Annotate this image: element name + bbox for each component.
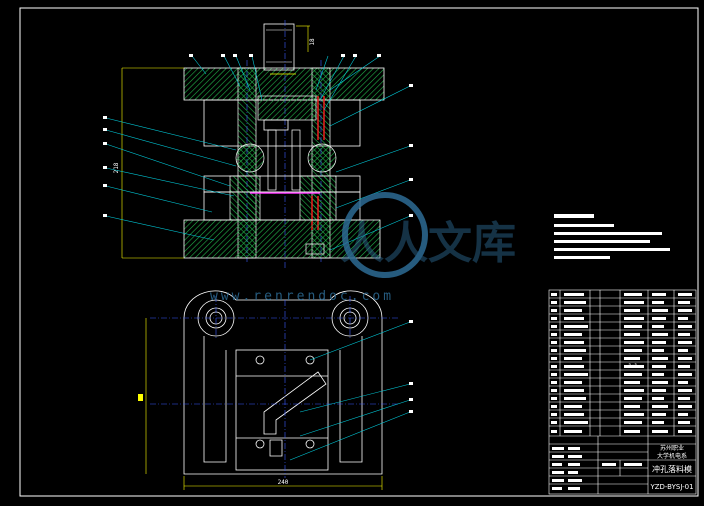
parts-list: [548, 289, 697, 495]
drawing-frame: [19, 7, 699, 497]
title-scale: 1:1: [628, 363, 638, 370]
dim-width-bottom: 240: [278, 479, 289, 486]
technical-notes: [554, 214, 670, 259]
dim-height-total: 218: [113, 162, 120, 173]
title-school-line2: 大学机电系: [657, 452, 687, 460]
leader-lines-top: [191, 55, 381, 111]
title-mold-name: 冲孔落料模: [652, 464, 692, 474]
balloon-tags-plan: [409, 320, 413, 413]
parts-list-text-blocks: [551, 293, 692, 433]
plan-centerlines: [150, 296, 400, 478]
balloon-tags-top: [189, 54, 381, 57]
plan-view: [183, 290, 383, 475]
title-drawing-number: YZD-BYSJ-01: [649, 483, 693, 491]
leader-lines-left: [105, 117, 237, 241]
title-school-line1: 苏州职业: [660, 444, 684, 452]
balloon-tags-right: [409, 84, 413, 217]
plan-dimensions: [138, 318, 383, 490]
watermark-main-text: 人人文库: [340, 218, 516, 269]
section-dimensions: 218 18: [113, 25, 316, 259]
title-block: [549, 436, 696, 494]
watermark: 人人文库 www.renrendoc.com: [210, 192, 516, 304]
leader-lines-plan: [289, 321, 411, 461]
balloon-tags-left: [103, 116, 107, 217]
title-block-cells: [552, 447, 642, 490]
watermark-url: www.renrendoc.com: [210, 289, 394, 304]
dim-top-offset: 18: [309, 38, 316, 46]
